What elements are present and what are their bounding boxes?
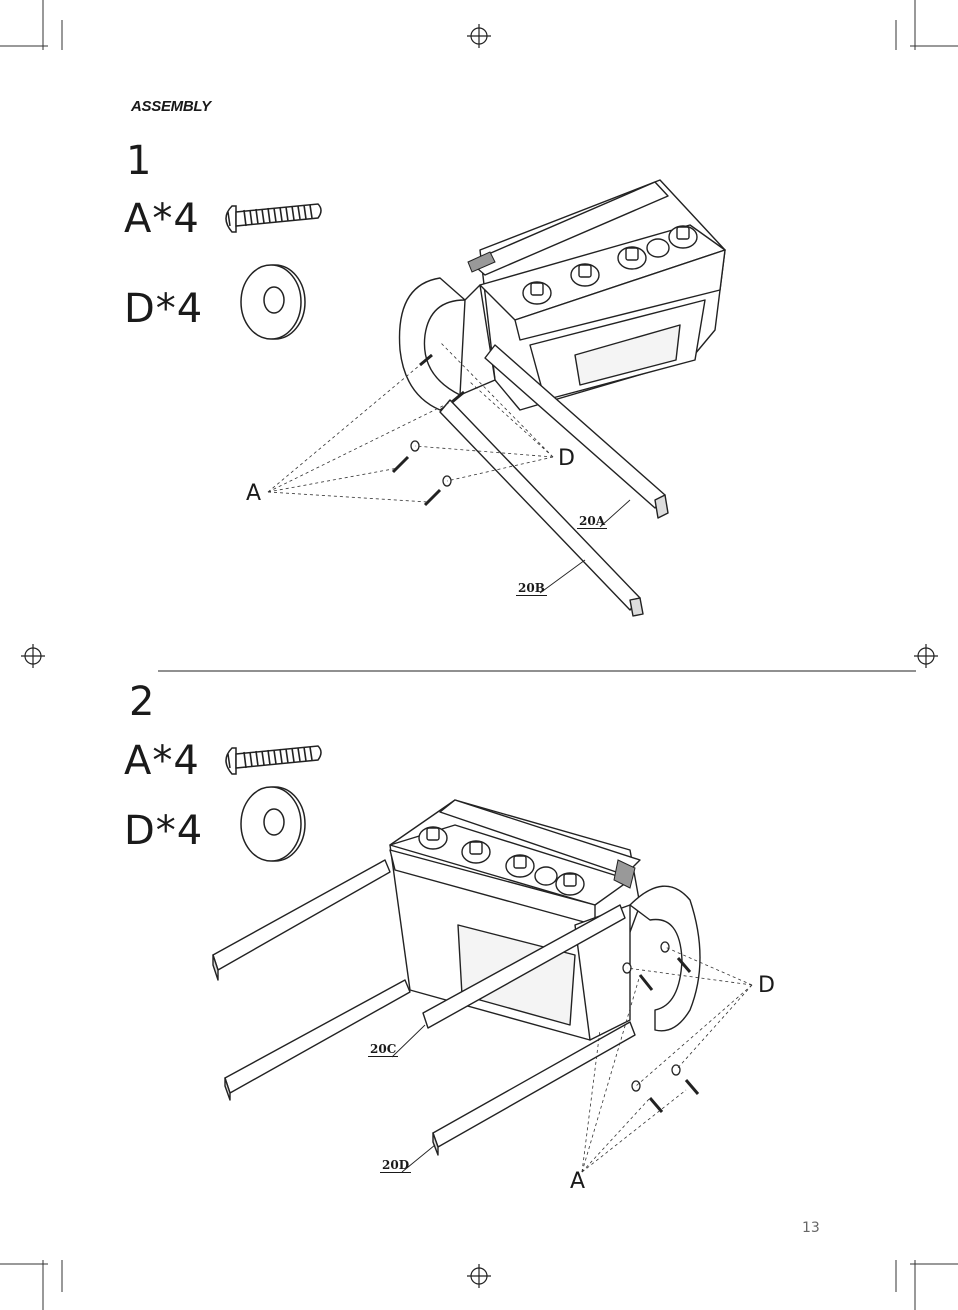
- step-2-callout-a: A: [570, 1169, 585, 1194]
- step-2-part-label-20c: 20C: [368, 1042, 398, 1057]
- page-number: 13: [802, 1220, 820, 1236]
- step-2-callout-d: D: [758, 973, 775, 998]
- step-2-part-label-20d: 20D: [380, 1158, 411, 1173]
